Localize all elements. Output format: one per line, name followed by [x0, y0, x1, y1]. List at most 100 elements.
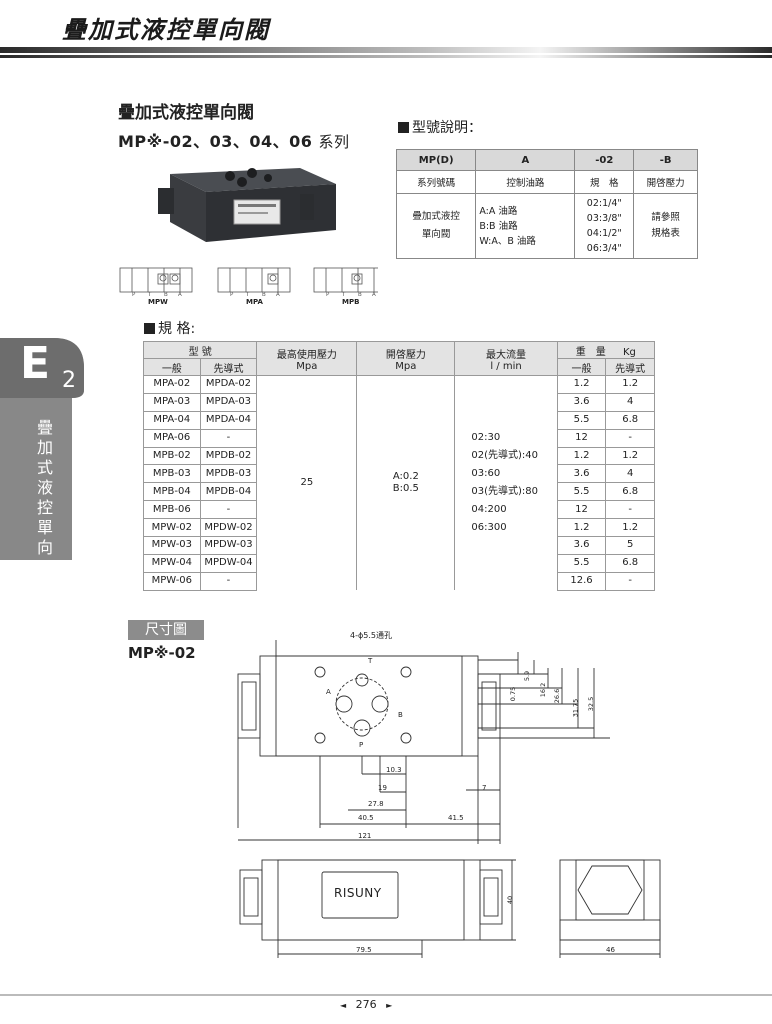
- spec-cell: 6.8: [605, 410, 655, 430]
- legend-cell: 開啓壓力: [633, 170, 698, 194]
- spec-max-pressure: 25: [256, 375, 358, 591]
- dim-31-75: 31.75: [571, 698, 580, 718]
- legend-series-cell: 疊加式液控 單向閥: [395, 193, 477, 259]
- th-max-flow: 最大流量 l / min: [454, 341, 558, 376]
- side-tab: [0, 338, 84, 560]
- dimension-series: MP※-02: [128, 644, 196, 662]
- spec-cell: 5: [605, 536, 655, 555]
- legend-control-cell: A:A 油路 B:B 油路 W:A、B 油路: [475, 193, 576, 259]
- spec-cell: 12.6: [556, 571, 607, 591]
- spec-cell: 1.2: [556, 375, 607, 394]
- spec-cell: 3.6: [556, 536, 607, 555]
- spec-cell: MPDA-02: [199, 375, 258, 394]
- dim-41-5: 41.5: [448, 814, 464, 822]
- brand-plate-text: RISUNY: [334, 886, 382, 900]
- dim-40-5: 40.5: [358, 814, 374, 822]
- product-series: MP※-02、03、04、06 系列: [118, 128, 350, 152]
- spec-cell: MPB-02: [143, 446, 201, 466]
- port-t: T: [368, 657, 373, 665]
- spec-cell: 6.8: [605, 553, 655, 573]
- spec-cell: 6.8: [605, 482, 655, 502]
- product-title: 疊加式液控單向閥: [118, 103, 254, 123]
- spec-cell: 5.5: [556, 482, 607, 502]
- spec-cell: 4: [605, 464, 655, 484]
- th-weight: 重 量 Kg: [556, 341, 656, 359]
- spec-cell: MPDB-04: [199, 482, 258, 502]
- model-legend-table: MP(D) A -02 -B 系列號碼 控制油路 規 格 開啓壓力 疊加式液控 …: [395, 149, 698, 259]
- page-header-title: 疊加式液控單向閥: [62, 16, 270, 44]
- dim-16-2: 16.2: [539, 682, 548, 698]
- spec-cell: -: [605, 428, 655, 448]
- front-view-drawing: [239, 859, 516, 958]
- th-max-pressure: 最高使用壓力 Mpa: [256, 341, 358, 376]
- spec-cell: MPA-06: [143, 428, 201, 448]
- spec-cell: 12: [556, 428, 607, 448]
- dim-79-5: 79.5: [356, 946, 372, 954]
- th-pilot: 先導式: [199, 358, 258, 376]
- dim-27-8: 27.8: [368, 800, 384, 808]
- legend-cell: 規 格: [574, 170, 635, 194]
- th-weight-general: 一般: [556, 358, 607, 376]
- side-tab-vertical-title: 疊加式液控單向閥: [36, 418, 53, 577]
- spec-cell: 1.2: [605, 446, 655, 466]
- spec-cell: 3.6: [556, 392, 607, 412]
- spec-table: 型 號 最高使用壓力 Mpa 開啓壓力 Mpa 最大流量 l / min 重 量…: [142, 341, 656, 591]
- spec-cell: 4: [605, 392, 655, 412]
- th-general: 一般: [143, 358, 201, 376]
- spec-cell: 3.6: [556, 464, 607, 484]
- hole-note: 4-ϕ5.5通孔: [350, 631, 392, 640]
- spec-cell: 5.5: [556, 553, 607, 573]
- legend-pressure-cell: 請參照 規格表: [633, 193, 698, 259]
- spec-row: MPA-06-12-: [143, 428, 655, 448]
- spec-cell: MPB-04: [143, 482, 201, 502]
- spec-cell: MPDB-03: [199, 464, 258, 484]
- legend-size-cell: 02:1/4" 03:3/8" 04:1/2" 06:3/4": [574, 193, 635, 259]
- bullet-square-icon: [144, 323, 155, 334]
- spec-cell: -: [199, 571, 258, 591]
- spec-cell: MPDW-03: [199, 536, 258, 555]
- spec-cell: MPW-03: [143, 536, 201, 555]
- model-legend-heading: 型號說明：: [398, 117, 482, 137]
- footer-line: [0, 994, 772, 996]
- dim-26-6: 26.6: [553, 688, 562, 704]
- dim-7: 7: [482, 784, 487, 792]
- series-code: MP※-02、03、04、06: [118, 132, 313, 151]
- spec-cell: MPDW-02: [199, 518, 258, 538]
- dim-10-3: 10.3: [386, 766, 402, 774]
- spec-cell: 1.2: [605, 375, 655, 394]
- spec-cell: MPW-02: [143, 518, 201, 538]
- dim-19: 19: [378, 784, 387, 792]
- spec-cell: 1.2: [556, 518, 607, 538]
- spec-cell: -: [199, 500, 258, 520]
- side-tab-number: 2: [62, 368, 76, 393]
- symbol-label-mpw: MPW: [148, 298, 168, 306]
- spec-row: MPW-06-12.6-: [143, 571, 655, 591]
- th-model: 型 號: [142, 341, 258, 359]
- port-b: B: [398, 711, 403, 719]
- dim-0-75: 0.75: [509, 686, 518, 702]
- legend-cell: 系列號碼: [395, 170, 477, 194]
- dim-40: 40: [506, 895, 515, 905]
- spec-heading: 規 格:: [144, 318, 195, 338]
- spec-cell: MPA-04: [143, 410, 201, 430]
- legend-cell: 控制油路: [475, 170, 576, 194]
- next-arrow-icon: ►: [386, 1001, 393, 1010]
- legend-header: -B: [633, 149, 698, 171]
- th-weight-pilot: 先導式: [605, 358, 655, 376]
- legend-header: MP(D): [395, 149, 477, 171]
- spec-cell: MPDW-04: [199, 553, 258, 573]
- header-bar: [0, 47, 772, 58]
- spec-cell: -: [605, 571, 655, 591]
- legend-header: A: [475, 149, 576, 171]
- spec-cell: MPDB-02: [199, 446, 258, 466]
- port-a: A: [326, 688, 331, 696]
- dim-46: 46: [606, 946, 615, 954]
- dimension-label: 尺寸圖: [128, 620, 204, 640]
- port-p: P: [359, 741, 364, 749]
